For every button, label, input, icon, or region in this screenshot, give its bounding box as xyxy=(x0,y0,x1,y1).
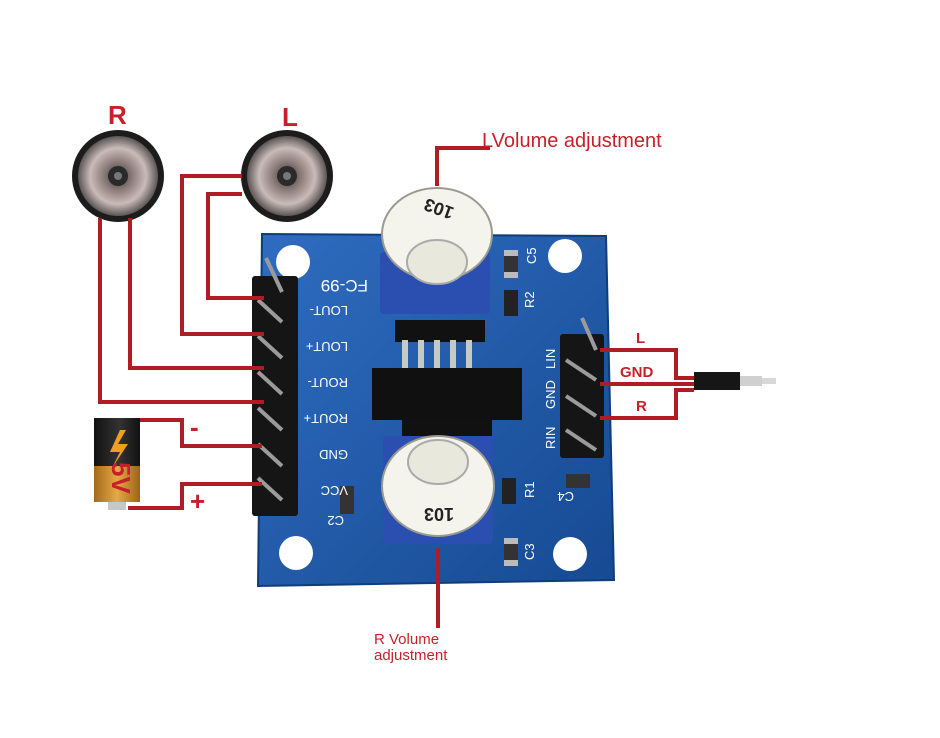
pin-label-gnd-right: GND xyxy=(543,380,558,409)
comp-label-c2: C2 xyxy=(327,513,344,528)
comp-label-r1: R1 xyxy=(522,481,537,498)
pin-label-lout-plus: LOUT+ xyxy=(306,339,348,354)
l-volume-label: LVolume adjustment xyxy=(482,130,662,152)
ic-chip xyxy=(372,320,522,436)
pin-label-lout-minus: LOUT- xyxy=(310,303,348,318)
wire-speaker-r-b xyxy=(98,218,264,404)
pot-code-bottom: 103 xyxy=(424,504,454,524)
wire-battery-minus xyxy=(140,418,262,448)
wire-jack-l xyxy=(600,348,694,380)
right-pin-header xyxy=(560,317,604,458)
smd-components xyxy=(340,250,590,566)
wire-speaker-r-a xyxy=(128,218,264,370)
board-model: FC-99 xyxy=(321,276,368,295)
lightning-icon xyxy=(110,430,128,468)
potentiometer-top[interactable] xyxy=(380,187,493,314)
audio-jack xyxy=(694,372,776,390)
potentiometer-bottom[interactable] xyxy=(381,435,495,544)
r-volume-label: R Volume adjustment xyxy=(374,631,448,664)
pin-label-rin: RIN xyxy=(543,427,558,449)
pin-label-rout-minus: ROUT- xyxy=(308,375,348,390)
wire-l-volume xyxy=(435,146,490,186)
comp-label-c4: C4 xyxy=(557,489,574,504)
speaker-l xyxy=(241,130,333,222)
battery-minus-label: - xyxy=(190,412,199,442)
pin-label-lin: LIN xyxy=(543,349,558,369)
jack-l-label: L xyxy=(636,330,646,347)
jack-gnd-label: GND xyxy=(620,364,654,381)
battery xyxy=(94,418,140,510)
wires xyxy=(98,146,694,628)
pin-label-gnd: GND xyxy=(319,447,348,462)
wire-speaker-l-a xyxy=(206,192,264,300)
wire-jack-r xyxy=(600,388,694,420)
pin-label-rout-plus: ROUT+ xyxy=(304,411,348,426)
battery-plus-label: + xyxy=(190,486,206,516)
pin-label-vcc: VCC xyxy=(321,483,348,498)
wire-speaker-l-b xyxy=(180,174,264,336)
comp-label-r2: R2 xyxy=(522,291,537,308)
speaker-l-label: L xyxy=(282,102,298,132)
battery-voltage-label: 5V xyxy=(106,462,136,494)
speaker-r-label: R xyxy=(108,100,127,130)
wire-battery-plus xyxy=(128,482,262,510)
comp-label-c3: C3 xyxy=(522,543,537,560)
silkscreen-labels: FC-99 LOUT- LOUT+ ROUT- ROUT+ GND VCC LI… xyxy=(304,247,574,560)
speaker-r xyxy=(72,130,164,222)
jack-r-label: R xyxy=(636,398,647,415)
comp-label-c5: C5 xyxy=(524,247,539,264)
